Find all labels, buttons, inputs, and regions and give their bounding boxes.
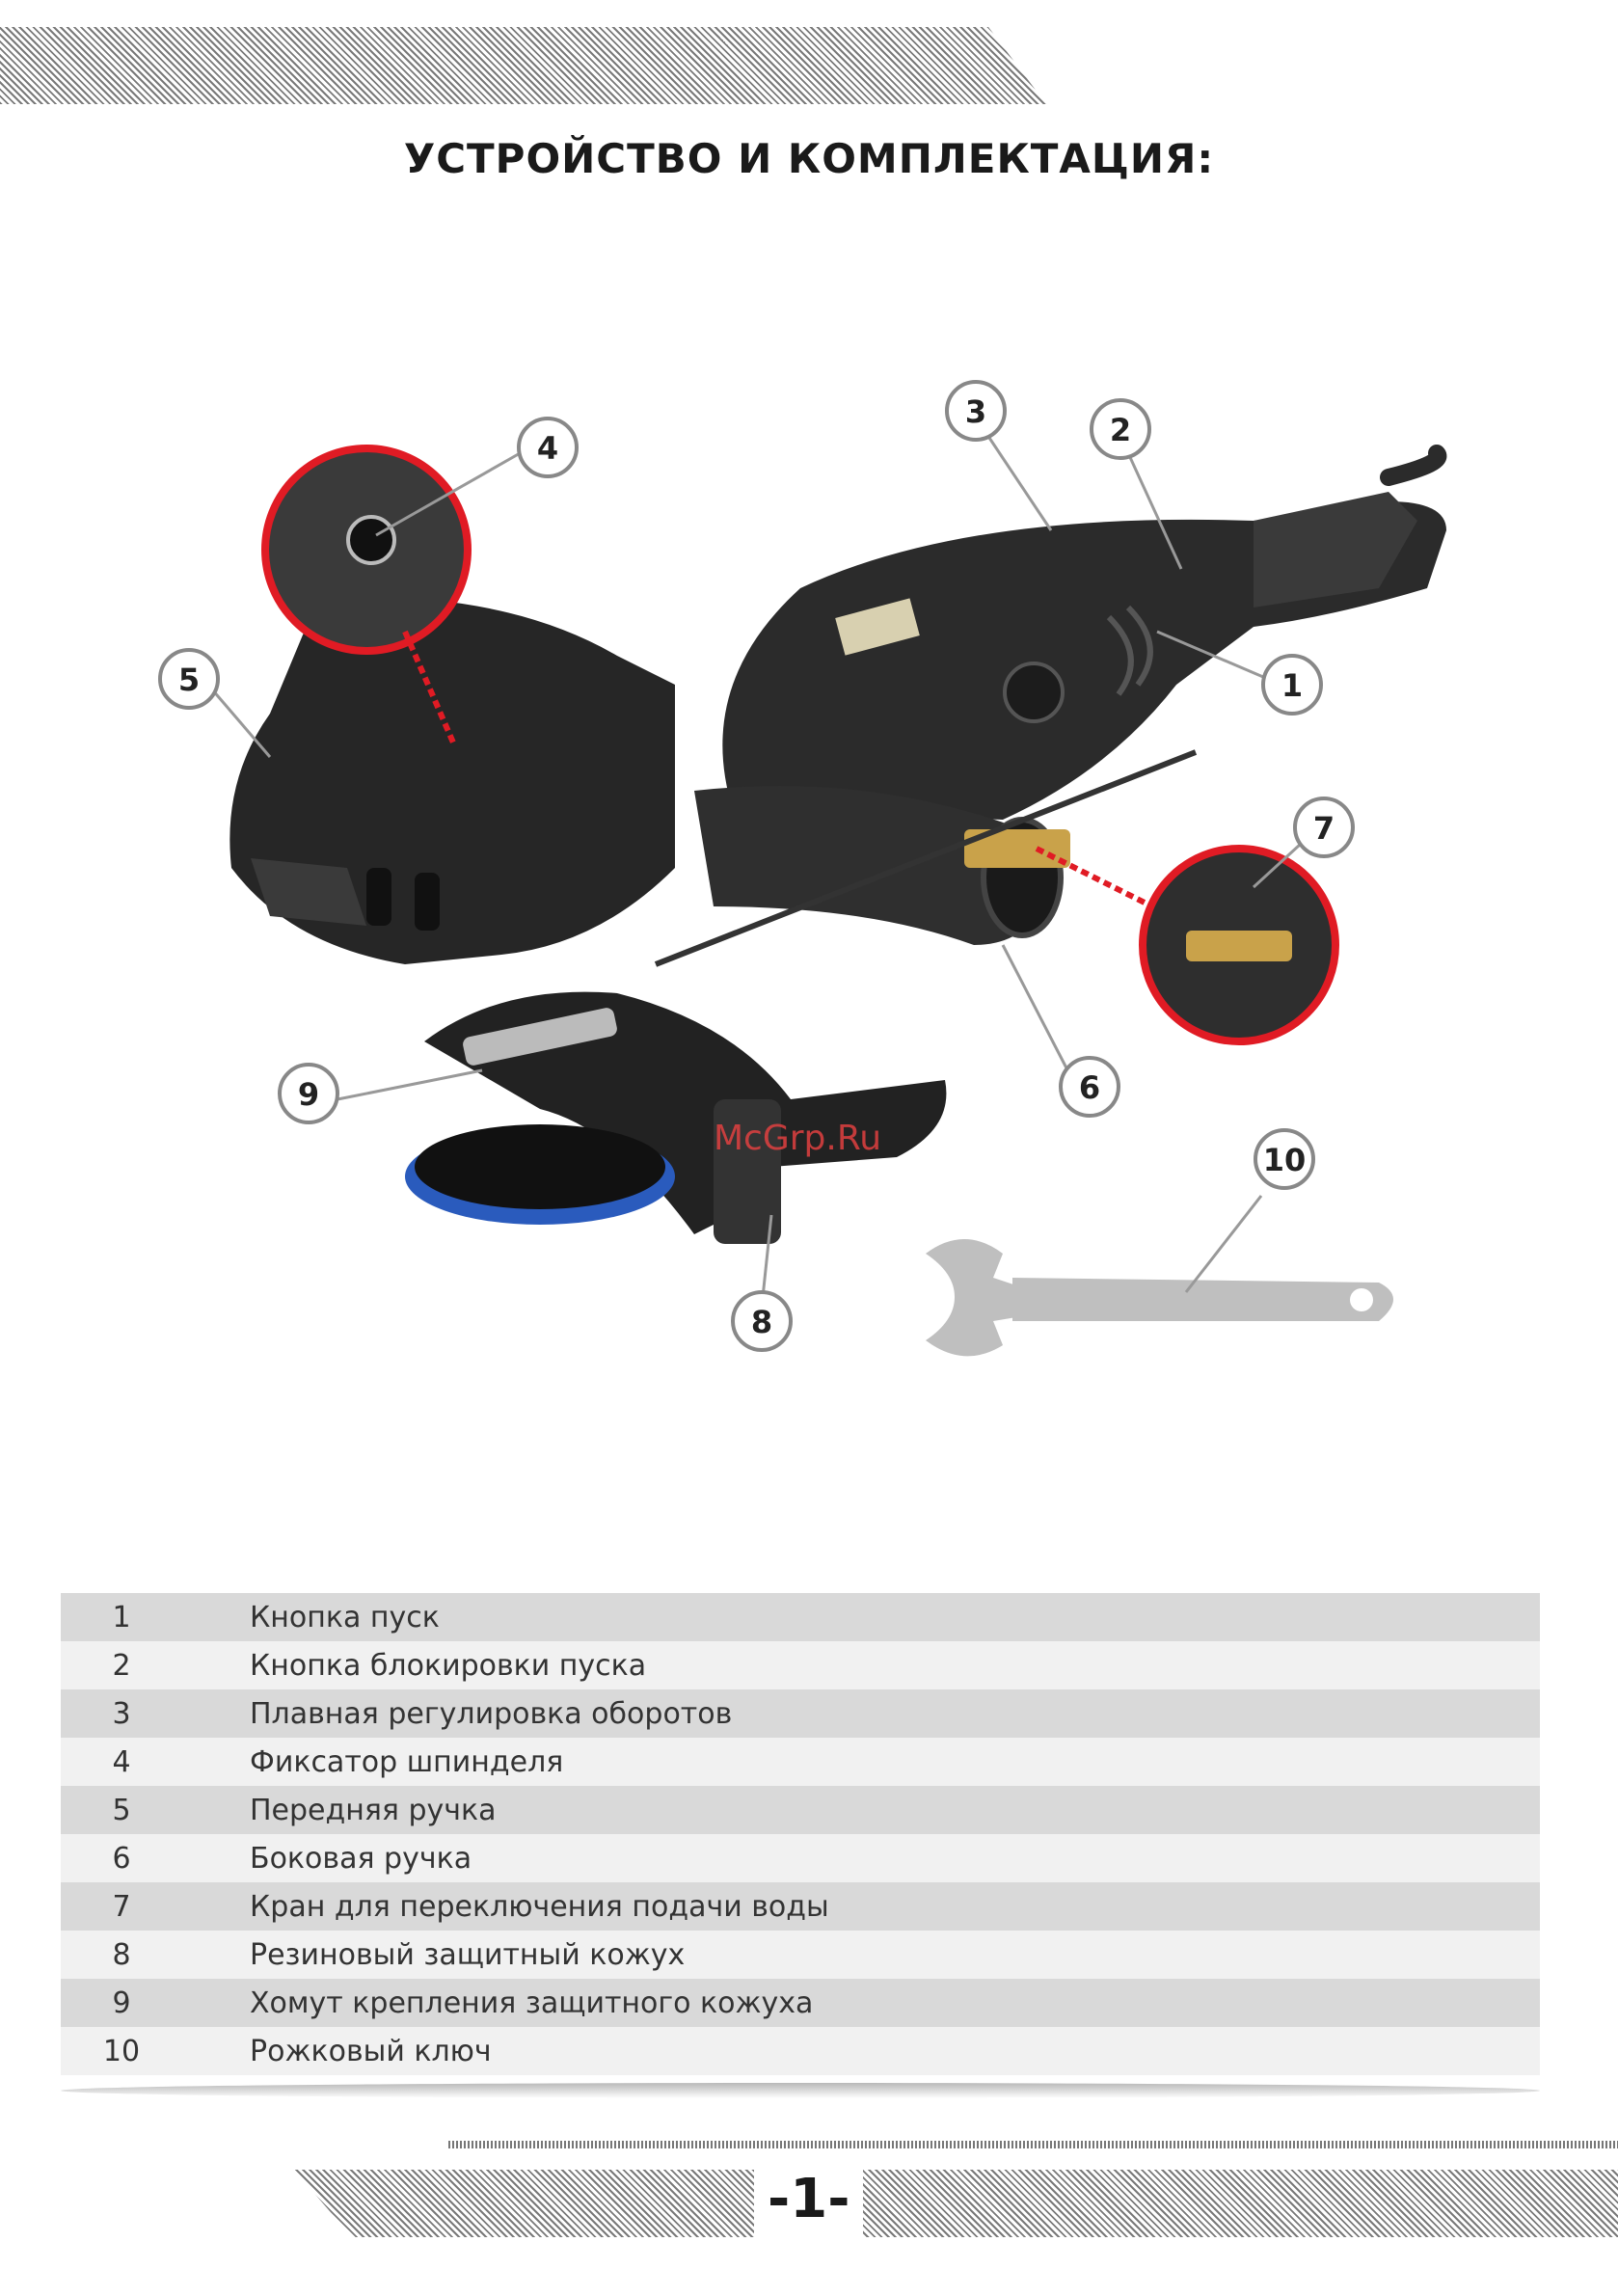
footer-hatch-band [294,2170,1618,2237]
callout-10: 10 [1255,1130,1313,1188]
part-number: 7 [61,1882,182,1931]
part-name: Кнопка пуск [182,1593,1540,1641]
part-name: Передняя ручка [182,1786,1540,1834]
part-number: 4 [61,1738,182,1786]
part-number: 8 [61,1931,182,1979]
part-number: 5 [61,1786,182,1834]
callout-5: 5 [160,650,218,708]
header-hatch-band [0,27,1046,104]
open-end-wrench [926,1239,1393,1356]
part-name: Боковая ручка [182,1834,1540,1882]
footer-dotted-rule [448,2141,1618,2148]
part-number: 1 [61,1593,182,1641]
part-name: Фиксатор шпинделя [182,1738,1540,1786]
part-name: Кран для переключения подачи воды [182,1882,1540,1931]
front-handle [229,597,675,964]
callout-9-label: 9 [298,1076,319,1113]
callout-1: 1 [1263,656,1321,714]
part-number: 6 [61,1834,182,1882]
callout-3-label: 3 [965,393,986,430]
part-number: 2 [61,1641,182,1689]
part-name: Хомут крепления защитного кожуха [182,1979,1540,2027]
polisher-body [722,453,1446,820]
page-title: УСТРОЙСТВО И КОМПЛЕКТАЦИЯ: [0,135,1618,182]
part-name: Резиновый защитный кожух [182,1931,1540,1979]
callout-4-label: 4 [537,430,558,467]
callout-3: 3 [947,382,1005,440]
callout-2: 2 [1092,400,1149,458]
callout-7: 7 [1295,798,1353,856]
callout-9: 9 [280,1065,337,1122]
page-number: -1- [754,2162,863,2237]
part-name: Плавная регулировка оборотов [182,1689,1540,1738]
part-name: Кнопка блокировки пуска [182,1641,1540,1689]
part-number: 10 [61,2027,182,2075]
callout-7-label: 7 [1313,810,1335,847]
callout-4: 4 [519,419,577,476]
table-shadow [61,2083,1540,2098]
callout-10-label: 10 [1263,1142,1307,1178]
callout-6: 6 [1061,1058,1119,1116]
watermark: McGrp.Ru [714,1119,881,1158]
valve-inset [1037,849,1335,1041]
callout-8: 8 [733,1292,791,1350]
callout-5-label: 5 [178,662,200,698]
tool-illustration: 1 2 3 4 5 6 7 8 9 10 [0,366,1618,1408]
callout-6-label: 6 [1079,1069,1100,1106]
part-number: 3 [61,1689,182,1738]
callout-8-label: 8 [751,1304,772,1340]
callout-2-label: 2 [1110,412,1131,448]
callout-1-label: 1 [1281,667,1303,704]
part-number: 9 [61,1979,182,2027]
part-name: Рожковый ключ [182,2027,1540,2075]
